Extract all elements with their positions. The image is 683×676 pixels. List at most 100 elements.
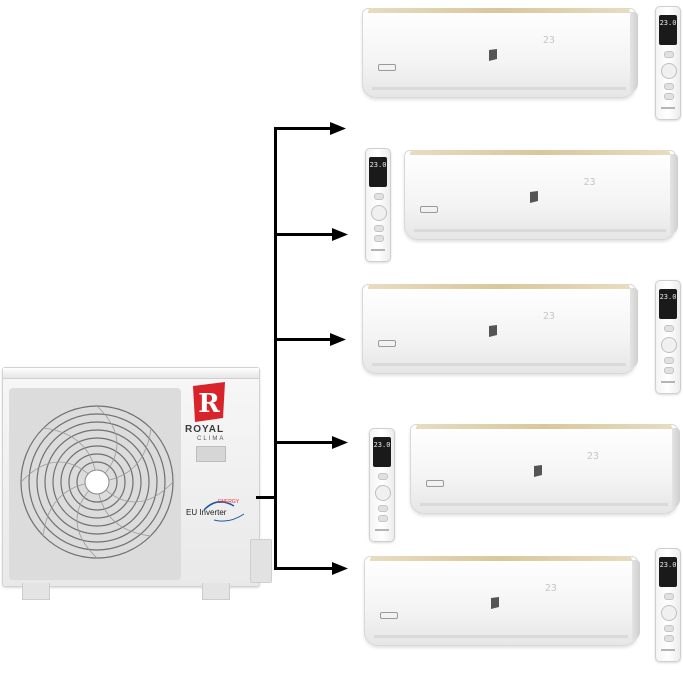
remote-control: 23.0	[655, 6, 681, 120]
remote-brand	[375, 529, 389, 531]
remote-control: 23.0	[365, 148, 391, 262]
remote-dial	[371, 205, 387, 221]
inverter-badge-icon	[378, 339, 397, 347]
remote-display: 23.0	[659, 293, 677, 301]
pipe-connector	[250, 539, 272, 583]
arrow-icon	[330, 333, 346, 346]
gold-trim	[368, 8, 630, 13]
remote-screen	[659, 15, 677, 45]
indoor-unit-body	[364, 556, 638, 646]
outdoor-foot-left	[22, 583, 50, 600]
inverter-badge-icon	[378, 63, 397, 71]
remote-brand	[661, 381, 675, 383]
remote-screen	[369, 157, 387, 187]
remote-screen	[659, 557, 677, 587]
remote-control: 23.0	[369, 428, 395, 542]
eu-inverter-label: EU Inverter	[186, 508, 227, 517]
louver	[374, 635, 628, 638]
remote-button	[664, 325, 674, 332]
remote-button	[378, 473, 388, 480]
outdoor-unit-top	[3, 368, 259, 379]
remote-display: 23.0	[369, 161, 387, 169]
indoor-unit: 23	[362, 8, 638, 98]
gold-trim	[416, 424, 672, 429]
pipe-branch-3	[274, 338, 334, 341]
arrow-icon	[332, 436, 348, 449]
eu-inverter-badge-icon	[203, 501, 245, 522]
remote-display: 23.0	[373, 441, 391, 449]
indoor-unit: 23	[410, 424, 680, 514]
side-cap	[670, 154, 678, 234]
remote-button	[664, 367, 674, 374]
remote-control: 23.0	[655, 280, 681, 394]
side-cap	[630, 288, 638, 368]
gold-trim	[410, 150, 670, 155]
remote-button	[378, 505, 388, 512]
louver	[372, 87, 626, 90]
pipe-stub	[256, 496, 276, 499]
remote-button	[664, 635, 674, 642]
pipe-branch-2	[274, 233, 336, 236]
remote-display: 23.0	[659, 19, 677, 27]
remote-screen	[373, 437, 391, 467]
brand-logo-icon	[491, 597, 500, 610]
brand-logo-icon	[489, 49, 498, 62]
svg-text:R: R	[198, 389, 220, 419]
royal-clima-logo: R	[193, 382, 225, 422]
indoor-unit: 23	[364, 556, 640, 646]
indoor-unit: 23	[362, 284, 638, 374]
gold-trim	[370, 556, 632, 561]
remote-button	[664, 593, 674, 600]
temperature-display: 23	[542, 311, 555, 322]
remote-button	[664, 51, 674, 58]
inverter-badge-icon	[380, 611, 399, 619]
gold-trim	[368, 284, 630, 289]
pipe-branch-5	[274, 567, 336, 570]
louver	[414, 229, 666, 232]
brand-subname: CLIMA	[197, 436, 226, 442]
remote-button	[664, 83, 674, 90]
remote-button	[664, 357, 674, 364]
remote-display: 23.0	[659, 561, 677, 569]
service-panel	[196, 446, 226, 462]
side-cap	[630, 12, 638, 92]
remote-brand	[661, 107, 675, 109]
outdoor-unit: R ROYAL CLIMA ENERGY EU Inverter	[2, 367, 272, 600]
temperature-display: 23	[544, 583, 557, 594]
remote-button	[664, 625, 674, 632]
remote-button	[664, 93, 674, 100]
eu-badge-top: ENERGY	[218, 499, 240, 505]
remote-dial	[375, 485, 391, 501]
remote-brand	[661, 649, 675, 651]
remote-button	[374, 235, 384, 242]
louver	[372, 363, 626, 366]
temperature-display: 23	[542, 35, 555, 46]
brand-logo-icon	[489, 325, 498, 338]
remote-button	[378, 515, 388, 522]
louver	[420, 503, 668, 506]
remote-dial	[661, 337, 677, 353]
remote-dial	[661, 605, 677, 621]
outdoor-foot-right	[202, 583, 230, 600]
inverter-badge-icon	[420, 205, 439, 213]
pipe-branch-4	[274, 441, 336, 444]
arrow-icon	[330, 122, 346, 135]
indoor-unit-body	[410, 424, 678, 514]
indoor-unit-body	[362, 284, 636, 374]
remote-button	[374, 193, 384, 200]
pipe-trunk	[274, 128, 277, 570]
indoor-unit-body	[362, 8, 636, 98]
remote-dial	[661, 63, 677, 79]
side-cap	[672, 428, 680, 508]
side-cap	[632, 560, 640, 640]
temperature-display: 23	[586, 451, 599, 462]
fan-icon	[20, 405, 174, 559]
outdoor-unit-body: R ROYAL CLIMA ENERGY EU Inverter	[2, 367, 260, 587]
indoor-unit: 23	[404, 150, 678, 240]
indoor-unit-body	[404, 150, 676, 240]
brand-logo-icon	[530, 191, 539, 204]
pipe-branch-1	[274, 127, 334, 130]
arrow-icon	[332, 228, 348, 241]
brand-logo-icon	[534, 465, 543, 478]
arrow-icon	[332, 562, 348, 575]
